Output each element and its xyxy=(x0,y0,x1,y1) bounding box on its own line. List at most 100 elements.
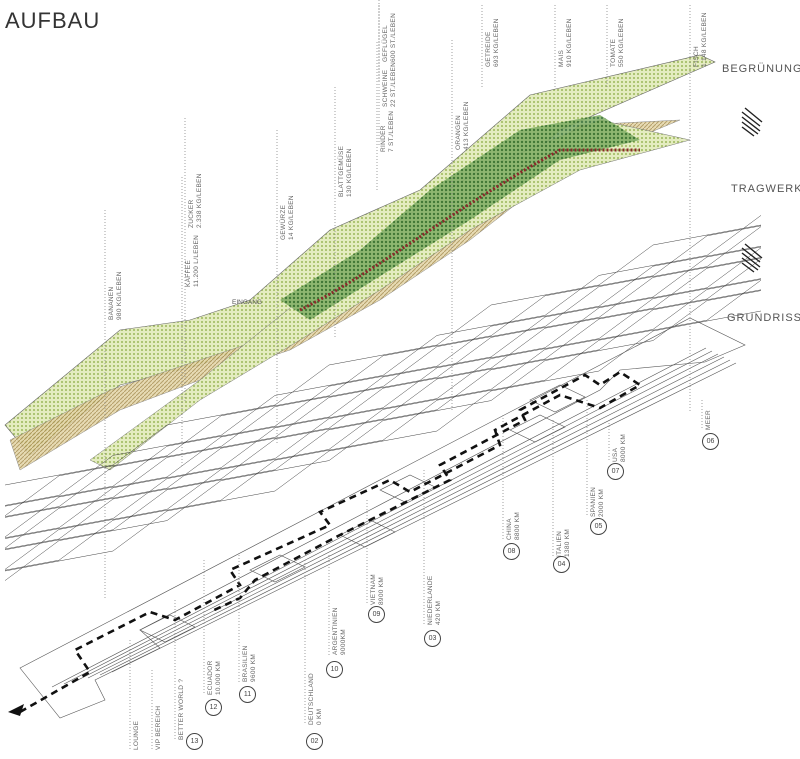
zone-value: 10.000 KM xyxy=(215,660,222,695)
food-value: 11.200 L/LEBEN xyxy=(193,234,200,287)
structure-beam xyxy=(4,290,762,581)
layer-label-structure: TRAGWERK xyxy=(731,183,800,195)
structure-beam xyxy=(4,289,762,551)
zone-name: BETTER WORLD ? xyxy=(178,678,185,740)
zone-value: 2000 KM xyxy=(598,488,605,517)
zone-name: VIETNAM xyxy=(370,574,377,605)
room-block xyxy=(379,474,436,503)
structure-beam xyxy=(4,246,762,538)
entrance-label: EINGANG xyxy=(232,299,262,306)
structure-beam xyxy=(4,257,762,518)
floor-plan-line xyxy=(111,362,737,673)
zone-label: VIP BEREICH xyxy=(155,706,163,750)
food-name: RINDER xyxy=(380,125,387,152)
zone-number-badge: 08 xyxy=(503,543,520,560)
structure-beam xyxy=(4,279,762,571)
food-value: 130 KG/LEBEN xyxy=(346,148,353,197)
zone-number-badge: 10 xyxy=(326,661,343,678)
zone-name: NIEDERLANDE xyxy=(427,575,434,625)
zone-name: MEER xyxy=(705,410,712,430)
structure-beam xyxy=(4,257,762,549)
room-block xyxy=(139,614,196,643)
zone-name: SPANIEN xyxy=(590,486,597,517)
structure-beam xyxy=(4,226,762,517)
food-name: GETREIDE xyxy=(485,31,492,67)
food-value: 7 ST./LEBEN xyxy=(388,110,395,152)
zone-value: 420 KM xyxy=(435,600,442,625)
structure-beam xyxy=(4,258,762,550)
food-name: BANANEN xyxy=(108,286,115,320)
hatch-arrow-icon xyxy=(741,243,763,273)
zone-number-badge: 02 xyxy=(306,733,323,750)
food-value: 693 KG/LEBEN xyxy=(493,18,500,67)
layer-label-greening: BEGRÜNUNG xyxy=(722,63,800,75)
zone-value: 8000 KM xyxy=(620,433,627,462)
zone-number-badge: 09 xyxy=(368,606,385,623)
structure-layer xyxy=(4,215,762,581)
zone-number-badge: 11 xyxy=(239,686,256,703)
zone-name: ARGENTINIEN xyxy=(332,607,339,655)
zone-value: 8800 KM xyxy=(514,511,521,540)
zone-value: 8900 KM xyxy=(378,576,385,605)
room-block xyxy=(509,414,566,443)
zone-name: DEUTSCHLAND xyxy=(308,672,315,725)
page-title: AUFBAU xyxy=(5,8,101,33)
food-name: BLATTGEMÜSE xyxy=(338,145,345,197)
food-name: KAFFEE xyxy=(185,259,192,287)
food-value: 2.338 KG/LEBEN xyxy=(196,173,203,228)
food-name: TOMATE xyxy=(610,38,617,67)
layer-label-floorplan: GRUNDRISS xyxy=(727,312,800,324)
food-name: GEWÜRZE xyxy=(280,204,287,240)
zone-name: ITALIEN xyxy=(556,530,563,557)
food-value: 413 KG/LEBEN xyxy=(463,101,470,150)
zone-number-badge: 04 xyxy=(553,556,570,573)
structure-beam xyxy=(4,279,762,570)
zone-value: 9000KM xyxy=(340,628,347,655)
food-value: 910 KG/LEBEN xyxy=(566,18,573,67)
floor-plan-line xyxy=(87,356,725,679)
zone-name: ECUADOR xyxy=(207,660,214,695)
zone-number-badge: 06 xyxy=(702,433,719,450)
food-value: 600 ST./LEBEN xyxy=(390,12,397,62)
zone-name: LOUNGE xyxy=(133,720,140,750)
food-value: 980 KG/LEBEN xyxy=(116,271,123,320)
zone-number-badge: 13 xyxy=(186,733,203,750)
route-path xyxy=(8,370,643,716)
structure-beam xyxy=(4,215,762,506)
food-name: GEFLÜGEL xyxy=(382,24,389,62)
food-name: ORANGEN xyxy=(455,115,462,150)
food-name: FISCH xyxy=(693,46,700,67)
floor-plan-line xyxy=(51,347,707,688)
zone-label: MEER xyxy=(705,410,713,430)
zone-value: 9600 KM xyxy=(250,653,257,682)
zone-name: USA xyxy=(612,447,619,462)
structure-beam xyxy=(4,310,762,572)
greening-layer xyxy=(4,54,716,471)
zone-number-badge: 07 xyxy=(607,463,624,480)
floor-plan-line xyxy=(75,353,719,682)
zone-label: LOUNGE xyxy=(133,721,141,750)
zone-name: CHINA xyxy=(506,518,513,540)
structure-beam xyxy=(4,224,762,486)
zone-label: BETTER WORLD ? xyxy=(178,679,186,740)
food-value: 14 KG/LEBEN xyxy=(288,195,295,240)
zone-number-badge: 05 xyxy=(590,518,607,535)
